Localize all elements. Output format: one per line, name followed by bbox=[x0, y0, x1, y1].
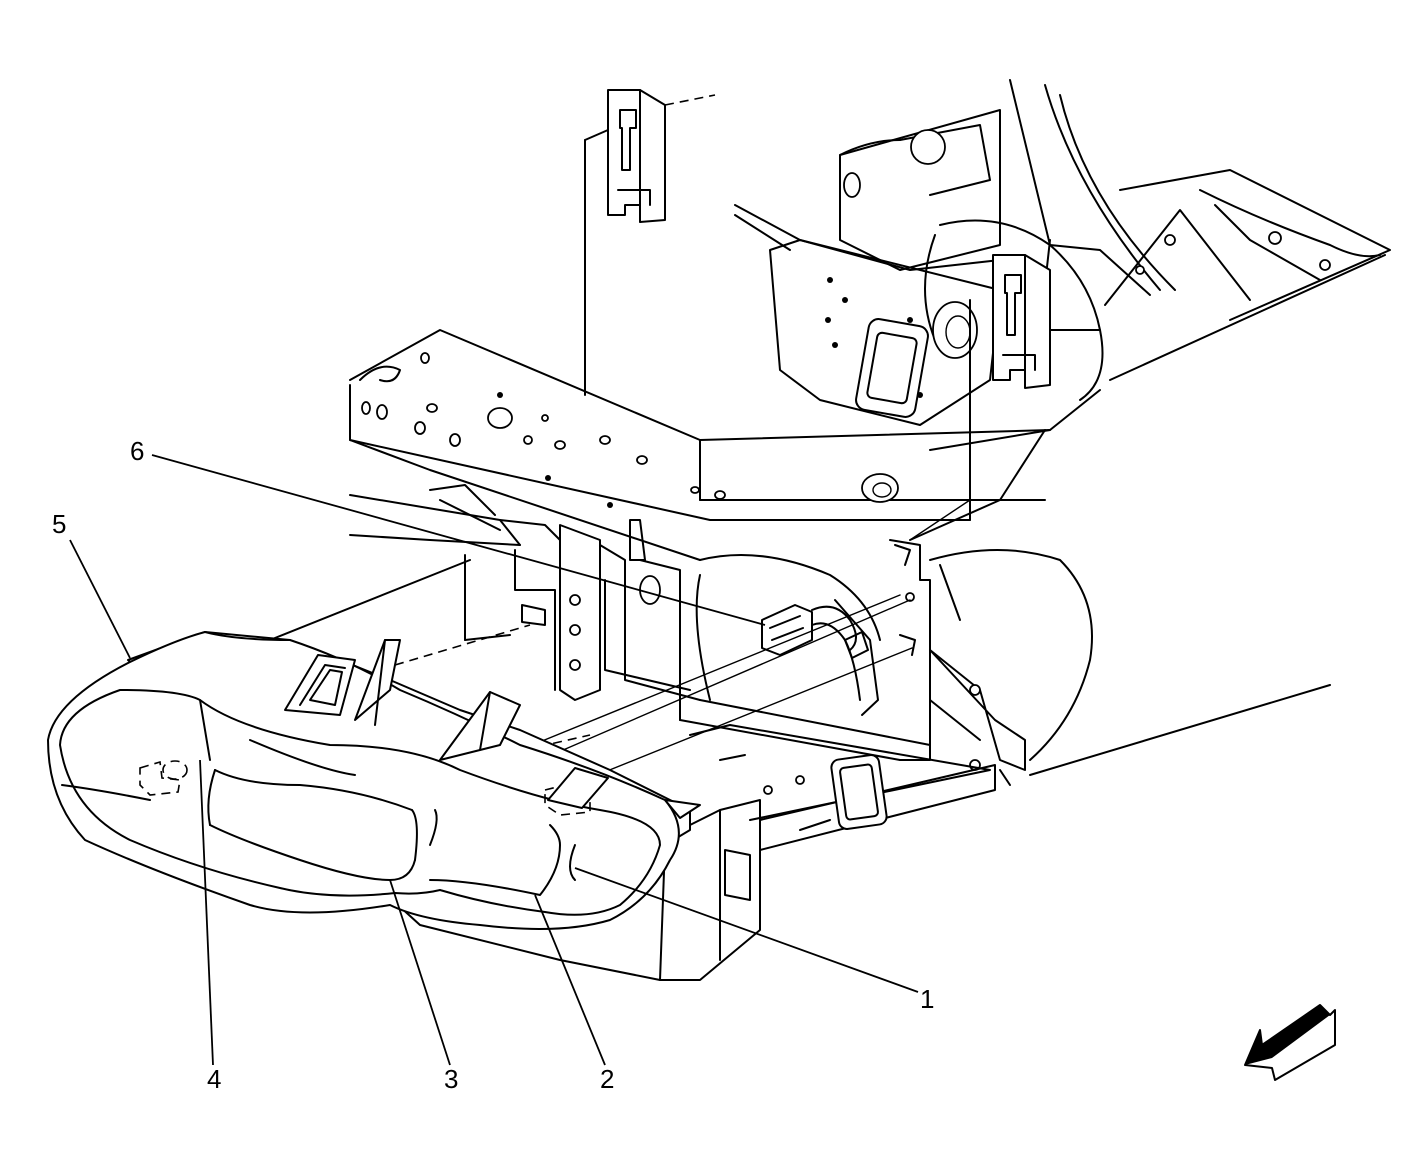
right-fender-panel bbox=[909, 254, 1386, 786]
wiring-harness-connector bbox=[761, 599, 879, 716]
lower-front-bracket bbox=[659, 724, 996, 981]
leader-2 bbox=[534, 894, 606, 1066]
front-frame-rail bbox=[349, 129, 1051, 561]
callout-3: 3 bbox=[444, 1064, 458, 1094]
callout-4: 4 bbox=[207, 1064, 221, 1094]
alignment-guides bbox=[394, 499, 971, 801]
callout-labels: 6 5 4 3 2 1 bbox=[52, 436, 934, 1094]
front-of-vehicle-arrow-icon bbox=[1244, 1004, 1336, 1081]
upper-right-clip bbox=[992, 254, 1051, 389]
callout-1: 1 bbox=[920, 984, 934, 1014]
callout-6: 6 bbox=[130, 436, 144, 466]
leader-3 bbox=[389, 879, 451, 1066]
callout-leaders bbox=[69, 454, 919, 1066]
callout-5: 5 bbox=[52, 509, 66, 539]
leader-1 bbox=[574, 867, 919, 993]
leader-5 bbox=[69, 539, 131, 659]
headlamp-assembly bbox=[47, 631, 701, 981]
leader-6 bbox=[151, 454, 766, 626]
cylindrical-housing bbox=[924, 219, 1104, 401]
upper-bracket-plate bbox=[769, 239, 1001, 426]
upper-left-clip bbox=[607, 89, 716, 223]
leader-4 bbox=[199, 759, 214, 1066]
headlamp-mounting-bracket bbox=[269, 484, 1026, 771]
upper-body-structure bbox=[734, 79, 1391, 331]
callout-2: 2 bbox=[600, 1064, 614, 1094]
